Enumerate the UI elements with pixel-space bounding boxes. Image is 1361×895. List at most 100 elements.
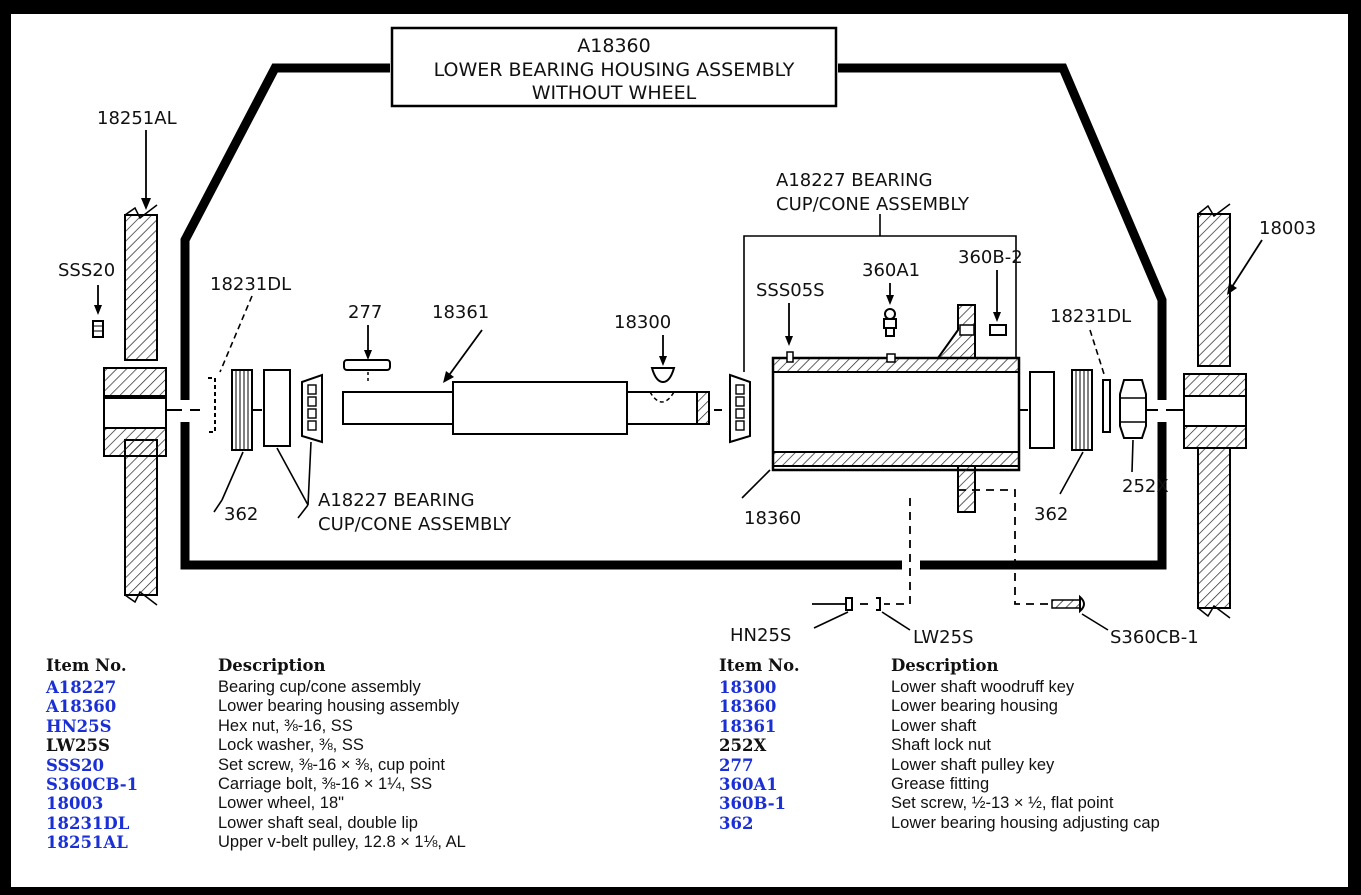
item-number-link[interactable]: 18300 [719, 678, 777, 697]
label-277: 277 [348, 302, 382, 323]
item-number-link[interactable]: 362 [719, 813, 754, 833]
item-description: Shaft lock nut [891, 736, 991, 755]
table-row: 18003 Lower wheel, 18" [46, 794, 466, 813]
label-bearing-top-1: A18227 BEARING [776, 170, 933, 191]
housing-18360 [771, 304, 1021, 513]
label-bearing-top-2: CUP/CONE ASSEMBLY [776, 194, 970, 215]
label-18300: 18300 [614, 312, 671, 333]
table-row: 360A1 Grease fitting [719, 775, 1160, 794]
table-row: 18251AL Upper v-belt pulley, 12.8 × 1⅛, A… [46, 833, 466, 852]
label-18231DL-right: 18231DL [1050, 306, 1131, 327]
item-description: Set screw, ½-13 × ½, flat point [891, 794, 1114, 813]
item-number-link[interactable]: 18361 [719, 716, 777, 736]
setscrew-sss20-icon [92, 320, 104, 338]
wheel-18003 [1183, 203, 1247, 619]
item-description: Lower wheel, 18" [218, 794, 345, 813]
table-row: A18227 Bearing cup/cone assembly [46, 678, 466, 697]
label-HN25S: HN25S [730, 625, 791, 646]
hexnut-hn25s-icon [845, 597, 853, 611]
item-number-link[interactable]: S360CB-1 [46, 774, 139, 794]
item-description: Set screw, ⅜-16 × ⅜, cup point [218, 755, 446, 774]
setscrew-360b2-icon [989, 324, 1007, 336]
diagram-panel: A18360 LOWER BEARING HOUSING ASSEMBLY WI… [11, 14, 1348, 887]
table-row: 362 Lower bearing housing adjusting cap [719, 814, 1160, 833]
item-number-link[interactable]: 360B-1 [719, 794, 787, 814]
item-description: Lower shaft woodruff key [891, 678, 1075, 696]
header-item-no: Item No. [46, 656, 127, 675]
item-description: Hex nut, ⅜-16, SS [218, 716, 353, 735]
item-description: Bearing cup/cone assembly [218, 678, 421, 696]
bearing-cone-left [301, 373, 323, 444]
label-SSS05S: SSS05S [756, 280, 825, 301]
label-bearing-bottom-2: CUP/CONE ASSEMBLY [318, 514, 512, 535]
table-row: S360CB-1 Carriage bolt, ⅜-16 × 1¼, SS [46, 775, 466, 794]
item-description: Lower shaft [891, 716, 977, 735]
item-number-link[interactable]: HN25S [46, 716, 112, 736]
label-18231DL-left: 18231DL [210, 274, 291, 295]
label-362-left: 362 [224, 504, 258, 525]
label-360B-2: 360B-2 [958, 247, 1023, 268]
table-row: 18231DL Lower shaft seal, double lip [46, 814, 466, 833]
hardware-path [856, 489, 1050, 605]
item-description: Lock washer, ⅜, SS [218, 736, 364, 755]
item-description: Upper v-belt pulley, 12.8 × 1⅛, AL [218, 833, 466, 852]
assembly-diagram: A18360 LOWER BEARING HOUSING ASSEMBLY WI… [58, 26, 1316, 648]
item-number: LW25S [46, 736, 110, 756]
item-description: Lower shaft seal, double lip [218, 813, 418, 832]
label-252X: 252X [1122, 476, 1169, 497]
bearing-cup-right [1029, 371, 1055, 449]
item-number-link[interactable]: 277 [719, 755, 754, 775]
item-number-link[interactable]: A18227 [46, 678, 117, 697]
label-SSS20: SSS20 [58, 260, 115, 281]
item-number-link[interactable]: SSS20 [46, 755, 104, 775]
label-18360: 18360 [744, 508, 801, 529]
item-number-link[interactable]: A18360 [46, 697, 117, 717]
item-number-link[interactable]: 360A1 [719, 774, 778, 794]
item-description: Lower bearing housing adjusting cap [891, 813, 1160, 832]
table-row: LW25S Lock washer, ⅜, SS [46, 736, 466, 755]
table-row: 360B-1 Set screw, ½-13 × ½, flat point [719, 794, 1160, 813]
label-S360CB-1: S360CB-1 [1110, 627, 1199, 648]
title-line2: WITHOUT WHEEL [532, 82, 697, 104]
table-header: Item No. Description [719, 656, 1160, 678]
bearing-cup-left [263, 369, 291, 447]
lockwasher-lw25s-icon [876, 597, 881, 611]
label-bearing-bottom-1: A18227 BEARING [318, 490, 475, 511]
item-description: Grease fitting [891, 774, 990, 793]
item-number-link[interactable]: 18251AL [46, 833, 128, 853]
grease-fitting-icon [883, 308, 897, 337]
bearing-cone-right [729, 373, 751, 444]
pulley-18251AL [103, 204, 167, 606]
seal-right [1102, 379, 1111, 433]
item-description: Carriage bolt, ⅜-16 × 1¼, SS [218, 774, 433, 793]
cap-362-right [1071, 369, 1093, 451]
carriage-bolt-s360cb1-icon [1051, 594, 1085, 614]
label-362-right: 362 [1034, 504, 1068, 525]
table-row: 277 Lower shaft pulley key [719, 756, 1160, 775]
item-description: Lower bearing housing assembly [218, 697, 460, 716]
header-description: Description [218, 656, 326, 675]
header-item-no: Item No. [719, 656, 800, 675]
woodruff-key-18300 [650, 367, 676, 384]
item-description: Lower shaft pulley key [891, 755, 1055, 774]
header-description: Description [891, 656, 999, 675]
seal-left [208, 377, 216, 433]
label-LW25S: LW25S [913, 627, 974, 648]
cap-362-left [231, 369, 253, 451]
assembly-outline [180, 63, 1167, 570]
key-277 [343, 359, 391, 371]
parts-table-left: Item No. Description A18227 Bearing cup/c… [46, 656, 466, 853]
item-number-link[interactable]: 18003 [46, 794, 104, 814]
shaft-18361 [342, 381, 710, 435]
title-part-no: A18360 [577, 35, 650, 57]
item-number-link[interactable]: 18231DL [46, 813, 130, 833]
table-row: A18360 Lower bearing housing assembly [46, 697, 466, 716]
table-row: 18361 Lower shaft [719, 717, 1160, 736]
label-18361: 18361 [432, 302, 489, 323]
table-row: SSS20 Set screw, ⅜-16 × ⅜, cup point [46, 756, 466, 775]
item-number-link[interactable]: 18360 [719, 697, 777, 717]
parts-table-right: Item No. Description 18300 Lower shaft wo… [719, 656, 1160, 833]
